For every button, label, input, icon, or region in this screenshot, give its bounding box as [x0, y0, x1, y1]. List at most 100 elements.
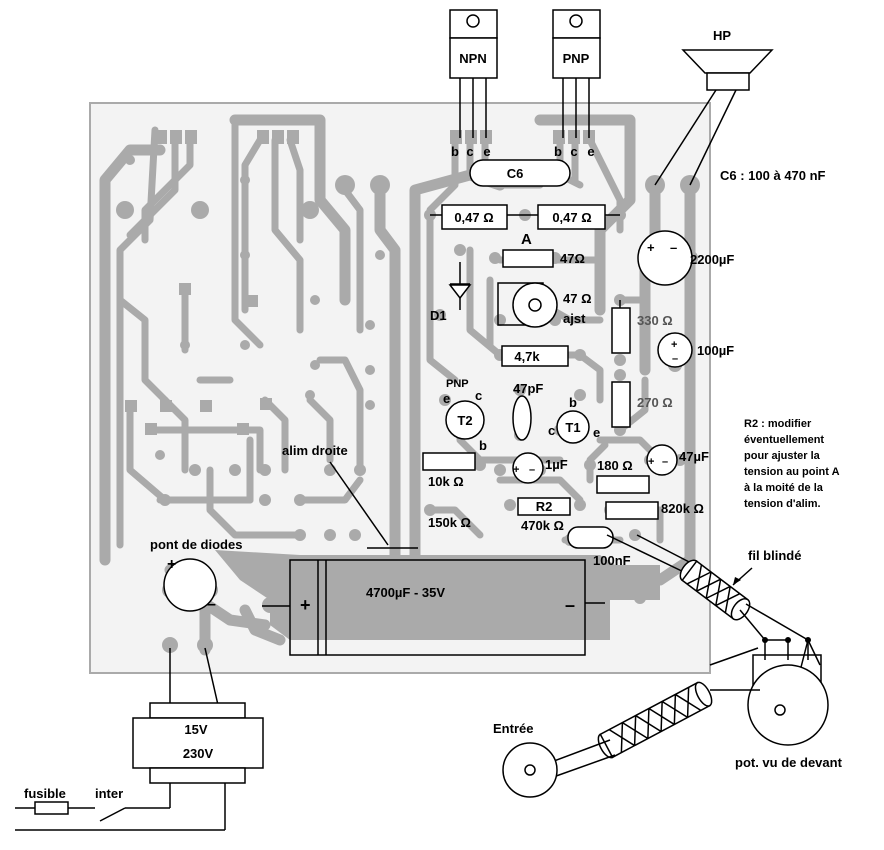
note-c6: C6 : 100 à 470 nF [720, 168, 826, 183]
pnp-pin-b: b [554, 144, 562, 159]
note-r2-line2: éventuellement [744, 434, 824, 446]
svg-text:+: + [671, 339, 677, 351]
transistor-t2: PNP T2 e c b [443, 378, 487, 453]
svg-text:–: – [529, 464, 535, 476]
svg-text:–: – [672, 353, 678, 365]
r4k7-label: 4,7k [514, 349, 540, 364]
svg-text:+: + [167, 556, 176, 573]
c6-label: C6 [507, 166, 524, 181]
capacitor-c6: C6 [469, 159, 571, 187]
resistor-820k: 820k Ω [605, 501, 704, 520]
resistor-47: 47Ω [502, 249, 585, 268]
pnp-pin-c: c [570, 144, 577, 159]
resistor-330: 330 Ω [611, 300, 673, 354]
fil-blinde-label: fil blindé [748, 548, 801, 563]
t2-pin-c: c [475, 388, 482, 403]
resistor-270: 270 Ω [611, 381, 673, 428]
transfo-secondary: 15V [184, 722, 207, 737]
capacitor-47uf: +– 47µF [646, 444, 709, 476]
inter-label: inter [95, 786, 123, 801]
pnp-label: PNP [563, 51, 590, 66]
alim-droite-label: alim droite [282, 443, 348, 458]
r2-label: R2 [536, 499, 553, 514]
t1-pin-c: c [548, 423, 555, 438]
point-a-label: A [521, 231, 532, 248]
resistor-047-a: 0,47 Ω [430, 204, 525, 230]
input-jack: Entrée [493, 721, 558, 798]
svg-text:+: + [513, 464, 519, 476]
t1-label: T1 [565, 420, 580, 435]
npn-transistor: NPN b c e [449, 9, 498, 159]
left-channel-pads [116, 130, 390, 541]
resistor-180: 180 Ω [596, 458, 650, 494]
transformer: 15V 230V fusible inter [15, 702, 264, 831]
t2-type: PNP [446, 378, 469, 390]
r10k-label: 10k Ω [428, 474, 464, 489]
note-r2-line1: R2 : modifier [744, 418, 812, 430]
capacitor-100nf: 100nF [567, 526, 631, 568]
c4700-label: 4700µF - 35V [366, 585, 445, 600]
r150k-label: 150k Ω [428, 515, 471, 530]
note-r2-line3: pour ajuster la [744, 450, 821, 462]
pnp-transistor: PNP b c e [552, 9, 601, 159]
note-r2-line4: tension au point A [744, 466, 840, 478]
t1-pin-e: e [593, 425, 600, 440]
speaker: HP [654, 28, 774, 186]
r47-label: 47Ω [560, 251, 585, 266]
alim-droite-arrow [329, 461, 389, 546]
left-channel-traces [99, 114, 401, 566]
svg-text:–: – [662, 456, 668, 468]
pnp-pin-e: e [587, 144, 594, 159]
r047a-label: 0,47 Ω [454, 210, 493, 225]
npn-pin-e: e [483, 144, 490, 159]
entree-label: Entrée [493, 721, 533, 736]
capacitor-100uf: + – 100µF [657, 332, 734, 368]
c4700-minus: – [565, 595, 575, 615]
trimmer-ajst: 47 Ω ajst [497, 282, 592, 328]
resistor-10k: 10k Ω [422, 452, 476, 489]
r270-label: 270 Ω [637, 395, 673, 410]
resistor-r2: R2 470k Ω [517, 497, 571, 533]
volume-pot: pot. vu de devant [735, 640, 843, 770]
r330-label: 330 Ω [637, 313, 673, 328]
t2-pin-e: e [443, 391, 450, 406]
c2200-label: 2200µF [690, 252, 734, 267]
note-r2-line6: tension d'alim. [744, 498, 821, 510]
r180-label: 180 Ω [597, 458, 633, 473]
ajst-value: 47 Ω [563, 291, 592, 306]
diode-bridge: pont de diodes + – [150, 537, 242, 706]
c4700-plus: + [300, 595, 311, 615]
npn-pin-b: b [451, 144, 459, 159]
c47p-label: 47pF [513, 381, 543, 396]
note-r2: R2 : modifier éventuellement pour ajuste… [744, 418, 840, 510]
c47u-label: 47µF [679, 449, 709, 464]
c100u-label: 100µF [697, 343, 734, 358]
r820k-label: 820k Ω [661, 501, 704, 516]
speaker-label: HP [713, 28, 731, 43]
svg-text:+: + [648, 456, 654, 468]
r047b-label: 0,47 Ω [552, 210, 591, 225]
npn-label: NPN [459, 51, 486, 66]
capacitor-4700uf: + – 4700µF - 35V [262, 559, 605, 656]
resistor-047-b: 0,47 Ω [525, 204, 620, 230]
shielded-wire: fil blindé [606, 534, 821, 711]
transistor-t1: T1 b c e [548, 395, 600, 444]
c100n-label: 100nF [593, 553, 631, 568]
svg-text:–: – [207, 596, 216, 613]
pot-label: pot. vu de devant [735, 755, 843, 770]
r470k-label: 470k Ω [521, 518, 564, 533]
t2-pin-b: b [479, 438, 487, 453]
svg-text:–: – [670, 240, 677, 255]
t2-label: T2 [457, 413, 472, 428]
capacitor-2200uf: +– 2200µF [637, 230, 734, 286]
t1-pin-b: b [569, 395, 577, 410]
d1-label: D1 [430, 308, 447, 323]
svg-text:+: + [647, 240, 655, 255]
pont-label: pont de diodes [150, 537, 242, 552]
note-r2-line5: à la moité de la [744, 482, 824, 494]
ajst-label: ajst [563, 311, 586, 326]
resistor-4k7: 4,7k [501, 345, 569, 367]
c1u-label: 1µF [545, 457, 568, 472]
